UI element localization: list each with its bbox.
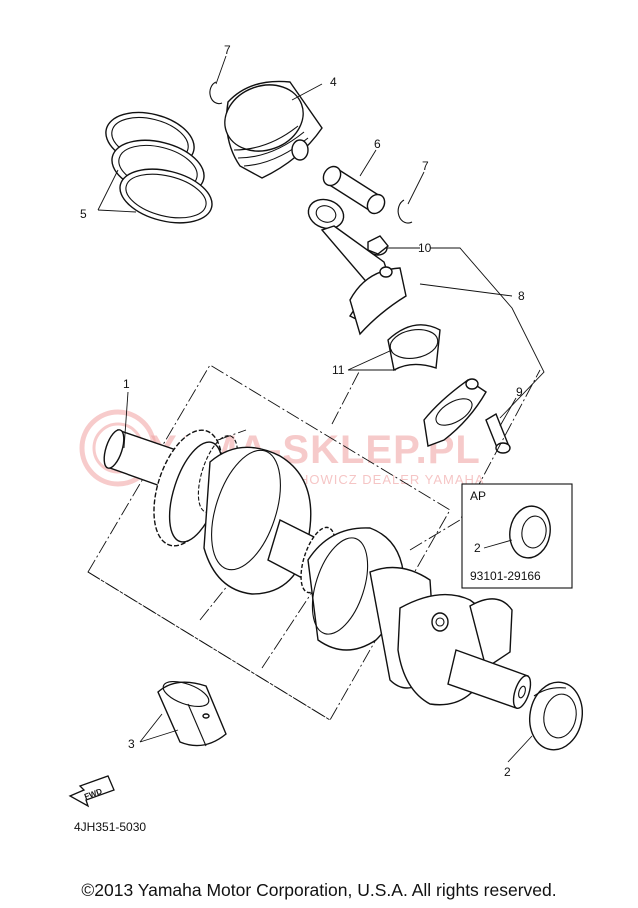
callout-11: 11 [332,363,345,377]
circlip-left [209,81,223,105]
reference-code: 4JH351-5030 [74,820,147,834]
crankshaft [103,429,532,710]
con-rod-cap [423,378,487,447]
callout-6: 6 [374,137,381,151]
callout-3: 3 [128,737,135,751]
inset-callout: 2 [474,541,481,555]
copyright-notice: ©2013 Yamaha Motor Corporation, U.S.A. A… [81,880,557,900]
piston [224,80,323,179]
inset-label: AP [470,489,486,503]
forward-arrow-icon: FWD [68,775,115,808]
callout-10: 10 [418,241,432,255]
callout-7-right: 7 [422,159,429,173]
inset-ap: AP 2 93101-29166 [461,483,573,589]
rod-bolt [485,412,511,454]
callout-labels: 1 2 3 4 5 6 7 7 8 9 10 11 [80,43,525,779]
callout-2: 2 [504,765,511,779]
inset-part-number: 93101-29166 [470,569,541,583]
main-bearing [157,680,227,747]
callout-8: 8 [518,289,525,303]
callout-7-left: 7 [224,43,231,57]
rod-nut [367,235,389,255]
connecting-rod [307,198,407,336]
piston-pin [322,165,386,215]
leader-lines [97,55,545,763]
oil-seal [529,681,583,751]
callout-1: 1 [123,377,130,391]
con-rod-bearing-upper [387,324,441,372]
callout-5: 5 [80,207,87,221]
callout-9: 9 [516,385,523,399]
circlip-right [397,199,413,224]
callout-4: 4 [330,75,337,89]
piston-rings [105,111,213,224]
